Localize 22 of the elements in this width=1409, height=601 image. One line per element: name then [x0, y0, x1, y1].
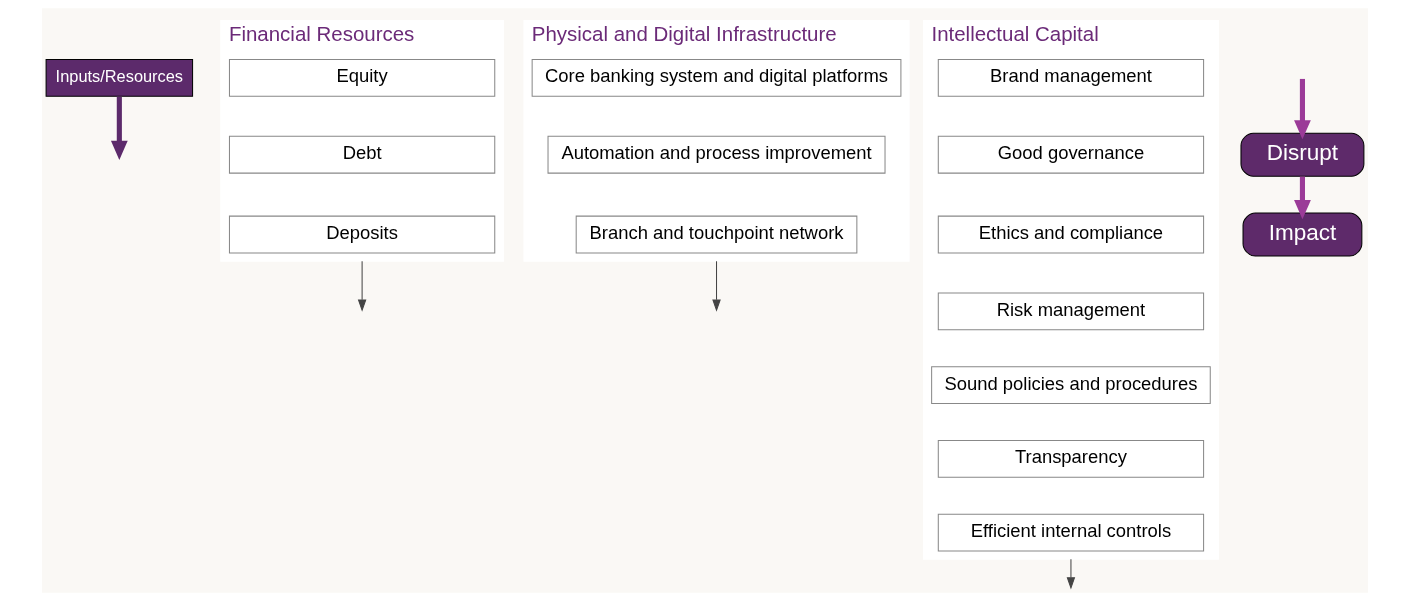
node-box: Debt [228, 135, 495, 174]
node-box: Core banking system and digital platforms [531, 58, 901, 97]
node-box: Disrupt [1239, 132, 1364, 177]
arrow [1066, 558, 1075, 590]
node-box: Deposits [228, 215, 495, 254]
arrow [711, 260, 721, 312]
node-box: Equity [228, 58, 495, 97]
node-box: Impact [1242, 212, 1362, 257]
arrow [110, 96, 128, 160]
node-box: Brand management [937, 58, 1204, 97]
arrow [1293, 78, 1311, 140]
node-box: Ethics and compliance [937, 215, 1204, 254]
node-box: Automation and process improvement [547, 135, 886, 174]
node-box: Transparency [937, 439, 1204, 478]
node-box: Efficient internal controls [937, 513, 1204, 552]
arrow [1293, 176, 1311, 220]
node-box: Inputs/Resources [45, 58, 193, 97]
node-box: Sound policies and procedures [930, 366, 1211, 405]
node-box: Branch and touchpoint network [575, 215, 857, 254]
node-box: Good governance [937, 135, 1204, 174]
arrow [357, 260, 366, 312]
node-box: Risk management [937, 292, 1204, 331]
